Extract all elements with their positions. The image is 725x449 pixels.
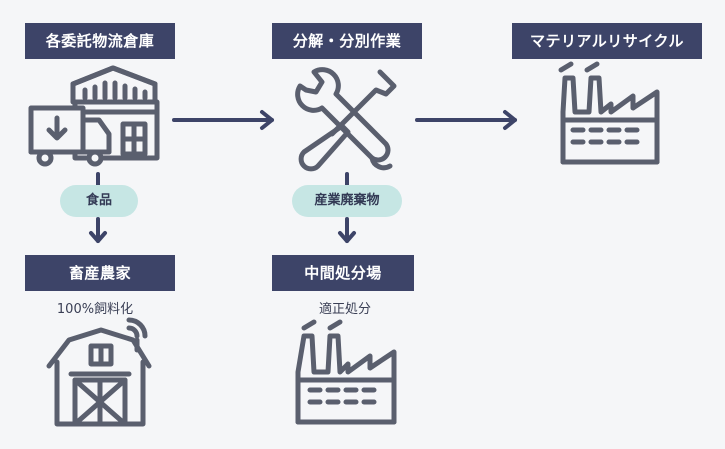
arrow-right-1 bbox=[172, 110, 274, 130]
recycling-label: マテリアルリサイクル bbox=[512, 23, 702, 59]
food-pill: 食品 bbox=[60, 185, 138, 217]
disposal-factory-icon bbox=[295, 319, 397, 425]
livestock-label: 畜産農家 bbox=[25, 255, 175, 291]
wrench-screwdriver-icon bbox=[295, 67, 397, 172]
livestock-note: 100%飼料化 bbox=[56, 302, 134, 317]
warehouse-label: 各委託物流倉庫 bbox=[25, 23, 175, 59]
arrow-down-waste bbox=[338, 217, 356, 243]
industrial-waste-pill: 産業廃棄物 bbox=[292, 185, 402, 217]
recycling-factory-icon bbox=[558, 61, 660, 165]
arrow-right-2 bbox=[415, 110, 517, 130]
disposal-label: 中間処分場 bbox=[272, 255, 414, 291]
disposal-note: 適正処分 bbox=[318, 302, 371, 317]
warehouse-truck-icon bbox=[28, 65, 160, 167]
arrow-down-food bbox=[89, 217, 107, 243]
barn-icon bbox=[46, 317, 152, 427]
sorting-label: 分解・分別作業 bbox=[272, 23, 422, 59]
